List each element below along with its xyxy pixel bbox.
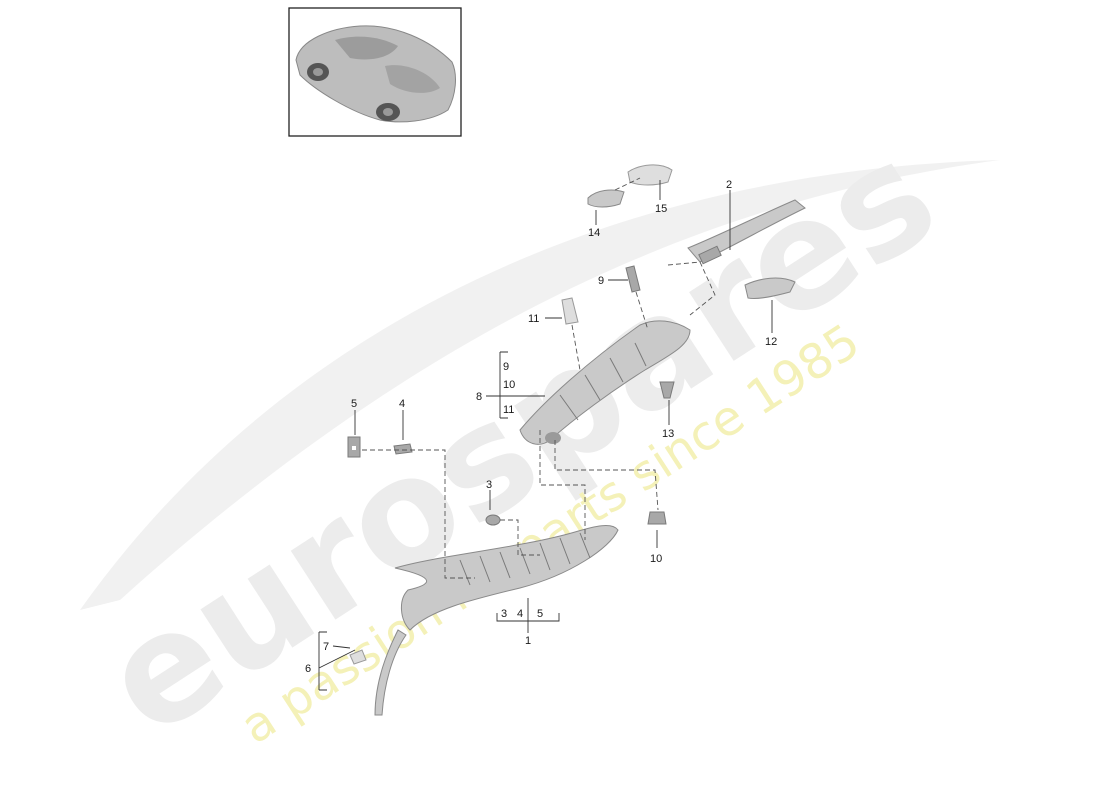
callout-8: 8 xyxy=(476,391,482,403)
part-clip-10 xyxy=(647,511,667,525)
part-clip-4 xyxy=(393,443,413,455)
part-14 xyxy=(587,189,625,208)
part-lower-trim-panel xyxy=(394,525,619,631)
callout-group8-a: 9 xyxy=(503,361,509,373)
callout-2: 2 xyxy=(726,179,732,191)
callout-group8-b: 10 xyxy=(503,379,515,391)
callout-12: 12 xyxy=(765,336,777,348)
callout-group1-c: 5 xyxy=(537,608,543,620)
callout-group1-b: 4 xyxy=(517,608,523,620)
part-clip-3 xyxy=(485,514,501,526)
part-15 xyxy=(627,164,673,186)
callout-11: 11 xyxy=(528,313,539,325)
part-bracket xyxy=(744,277,796,299)
callout-14: 14 xyxy=(588,227,600,239)
callout-5: 5 xyxy=(351,398,357,410)
part-a-pillar-trim xyxy=(519,320,691,445)
part-pillar-strip xyxy=(349,629,407,716)
part-clip-13 xyxy=(659,381,675,399)
part-clip-9 xyxy=(625,265,641,293)
callout-10: 10 xyxy=(650,553,662,565)
callout-4: 4 xyxy=(399,398,405,410)
car-thumbnail-icon xyxy=(295,25,456,123)
callout-13: 13 xyxy=(662,428,674,440)
callout-group1-a: 3 xyxy=(501,608,507,620)
part-clip-11 xyxy=(561,297,579,325)
part-upper-rail xyxy=(687,199,806,265)
watermark-brand: eurospares xyxy=(75,108,965,770)
leader-lines xyxy=(318,180,773,691)
callouts: 1 3 4 5 2 3 4 5 6 7 8 9 10 11 9 10 11 12… xyxy=(305,179,777,675)
car-thumbnail xyxy=(288,7,462,137)
callout-group8-c: 11 xyxy=(503,404,514,416)
assembly-dashes xyxy=(362,177,716,579)
callout-9: 9 xyxy=(598,275,604,287)
callout-15: 15 xyxy=(655,203,667,215)
callout-7: 7 xyxy=(323,641,329,653)
callout-6: 6 xyxy=(305,663,311,675)
part-label-5 xyxy=(347,436,361,458)
callout-1: 1 xyxy=(525,635,531,647)
callout-3: 3 xyxy=(486,479,492,491)
